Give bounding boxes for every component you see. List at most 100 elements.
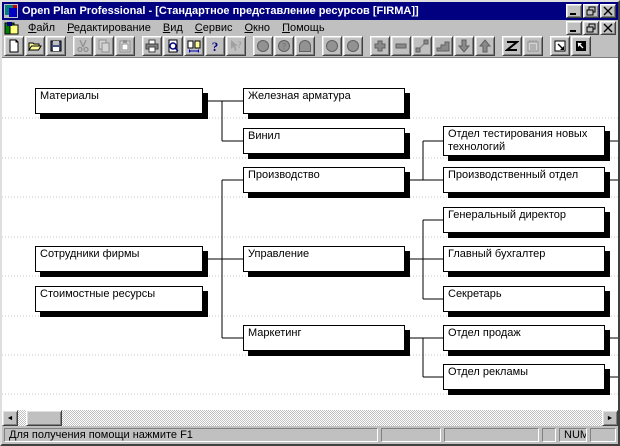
tree-node-production-department[interactable]: Производственный отдел bbox=[443, 167, 605, 193]
notebook-icon bbox=[527, 40, 539, 52]
zigzag-icon bbox=[505, 41, 519, 51]
menu-file-label: айл bbox=[36, 22, 56, 34]
tree-node-testing-department[interactable]: Отдел тестирования новых технологий bbox=[443, 126, 605, 156]
menu-window[interactable]: Окно bbox=[238, 21, 276, 35]
circle-tool-1-button[interactable] bbox=[253, 36, 273, 56]
menu-view[interactable]: Вид bbox=[157, 21, 189, 35]
new-file-button[interactable] bbox=[4, 36, 24, 56]
help-button[interactable]: ? bbox=[205, 36, 225, 56]
status-bar: Для получения помощи нажмите F1 NUM bbox=[2, 426, 618, 444]
child-close-icon bbox=[603, 23, 613, 33]
tree-node-vinyl[interactable]: Винил bbox=[243, 128, 405, 154]
tree-node-secretary[interactable]: Секретарь bbox=[443, 286, 605, 312]
remove-node-button[interactable] bbox=[391, 36, 411, 56]
tree-node-chief-accountant[interactable]: Главный бухгалтер bbox=[443, 246, 605, 272]
tree-node-sales-department[interactable]: Отдел продаж bbox=[443, 325, 605, 351]
scroll-left-button[interactable]: ◄ bbox=[2, 410, 18, 426]
connector-lines bbox=[2, 100, 618, 395]
close-button[interactable] bbox=[600, 4, 616, 18]
window-title: Open Plan Professional - [Стандартное пр… bbox=[22, 5, 419, 17]
circle-tool-2-button[interactable]: ? bbox=[274, 36, 294, 56]
restore-button[interactable] bbox=[583, 4, 599, 18]
title-bar: Open Plan Professional - [Стандартное пр… bbox=[2, 2, 618, 20]
child-minimize-button[interactable] bbox=[566, 21, 582, 35]
child-restore-button[interactable] bbox=[583, 21, 599, 35]
horizontal-scrollbar[interactable]: ◄ ► bbox=[2, 410, 618, 426]
menu-help[interactable]: Помощь bbox=[276, 21, 331, 35]
context-help-button[interactable]: ? bbox=[226, 36, 246, 56]
tree-node-advertising-department[interactable]: Отдел рекламы bbox=[443, 364, 605, 390]
open-folder-icon bbox=[28, 42, 42, 52]
child-minimize-icon bbox=[570, 30, 576, 32]
context-help-icon: ? bbox=[231, 40, 242, 51]
paste-icon bbox=[119, 40, 131, 53]
minimize-icon bbox=[570, 13, 576, 15]
tree-node-production[interactable]: Производство bbox=[243, 167, 405, 193]
svg-text:?: ? bbox=[282, 42, 286, 52]
menu-bar: Файл Редактирование Вид Сервис Окно Помо… bbox=[2, 20, 618, 35]
open-folder-button[interactable] bbox=[25, 36, 45, 56]
circle-icon bbox=[257, 40, 269, 52]
cut-button[interactable] bbox=[73, 36, 93, 56]
menu-service[interactable]: Сервис bbox=[189, 21, 239, 35]
scrollbar-thumb[interactable] bbox=[26, 410, 62, 426]
child-close-button[interactable] bbox=[600, 21, 616, 35]
menu-view-hotkey: В bbox=[162, 22, 171, 34]
window-arrange-button[interactable] bbox=[571, 36, 591, 56]
document-icon bbox=[4, 21, 19, 34]
circle-question-icon: ? bbox=[278, 40, 290, 52]
status-message: Для получения помощи нажмите F1 bbox=[4, 428, 378, 442]
status-panel-2 bbox=[381, 428, 441, 442]
move-up-button[interactable] bbox=[475, 36, 495, 56]
link-icon bbox=[415, 39, 429, 53]
print-preview-button[interactable] bbox=[163, 36, 183, 56]
plus-icon bbox=[374, 40, 386, 52]
minimize-button[interactable] bbox=[566, 4, 582, 18]
window-pane-icon bbox=[554, 40, 566, 52]
status-panel-3 bbox=[444, 428, 539, 442]
svg-text:?: ? bbox=[212, 39, 219, 53]
paste-button[interactable] bbox=[115, 36, 135, 56]
menu-service-hotkey: С bbox=[194, 22, 203, 34]
save-button[interactable] bbox=[46, 36, 66, 56]
link-nodes-button[interactable] bbox=[412, 36, 432, 56]
step-view-button[interactable] bbox=[433, 36, 453, 56]
add-node-button[interactable] bbox=[370, 36, 390, 56]
status-num-lock: NUM bbox=[559, 428, 587, 442]
restore-icon bbox=[586, 6, 596, 16]
status-panel-4 bbox=[542, 428, 556, 442]
menu-help-hotkey: П bbox=[282, 22, 290, 34]
step-icon bbox=[436, 41, 450, 52]
new-file-icon bbox=[9, 39, 19, 53]
menu-file[interactable]: Файл bbox=[22, 21, 61, 35]
status-panel-6 bbox=[590, 428, 616, 442]
help-icon: ? bbox=[212, 39, 219, 53]
window-pane-button[interactable] bbox=[550, 36, 570, 56]
save-icon bbox=[50, 40, 62, 52]
notes-button[interactable] bbox=[523, 36, 543, 56]
copy-button[interactable] bbox=[94, 36, 114, 56]
print-button[interactable] bbox=[142, 36, 162, 56]
svg-text:?: ? bbox=[237, 40, 242, 50]
zigzag-view-button[interactable] bbox=[502, 36, 522, 56]
tree-node-management[interactable]: Управление bbox=[243, 246, 405, 272]
circle-tool-4-button[interactable] bbox=[322, 36, 342, 56]
menu-service-label: ервис bbox=[202, 22, 233, 34]
tree-node-general-director[interactable]: Генеральный директор bbox=[443, 207, 605, 233]
transfer-icon bbox=[187, 40, 201, 53]
move-down-button[interactable] bbox=[454, 36, 474, 56]
tree-node-marketing[interactable]: Маркетинг bbox=[243, 325, 405, 351]
scroll-right-button[interactable]: ► bbox=[602, 410, 618, 426]
tree-node-materials[interactable]: Материалы bbox=[35, 88, 203, 114]
tree-node-employees[interactable]: Сотрудники фирмы bbox=[35, 246, 203, 272]
circle-tool-5-button[interactable] bbox=[343, 36, 363, 56]
tree-node-cost-resources[interactable]: Стоимостные ресурсы bbox=[35, 286, 203, 312]
menu-file-hotkey: Ф bbox=[28, 22, 37, 34]
dome-icon bbox=[299, 40, 311, 52]
window-arrange-icon bbox=[576, 41, 586, 51]
menu-edit[interactable]: Редактирование bbox=[61, 21, 157, 35]
circle-tool-3-button[interactable] bbox=[295, 36, 315, 56]
tree-node-iron-fittings[interactable]: Железная арматура bbox=[243, 88, 405, 114]
transfer-button[interactable] bbox=[184, 36, 204, 56]
